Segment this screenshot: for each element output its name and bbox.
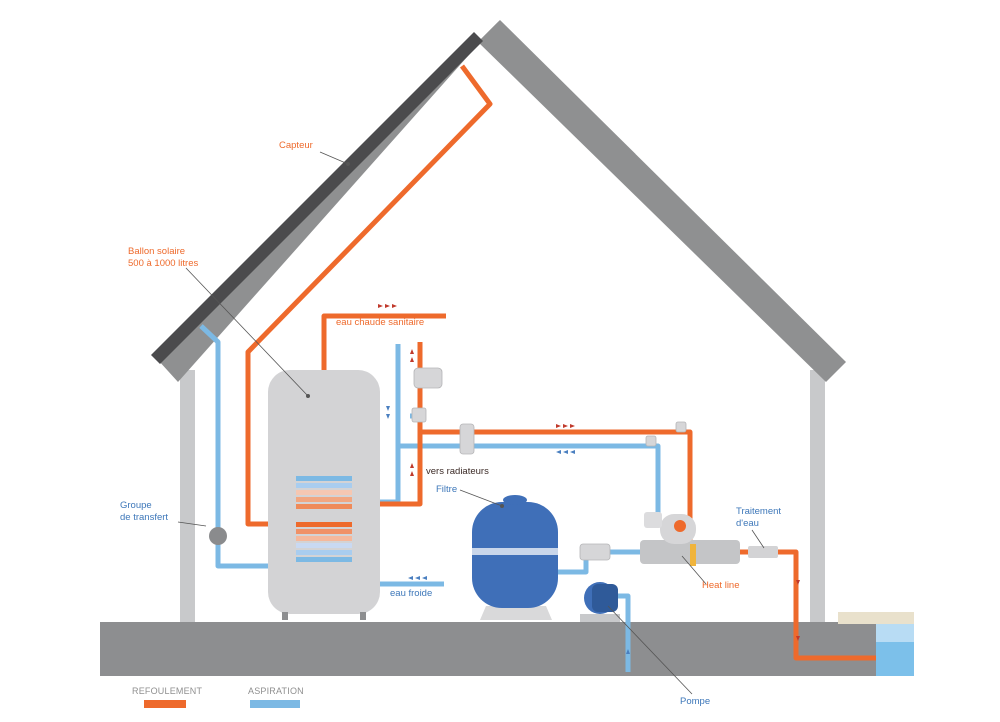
label-filtre: Filtre	[436, 484, 458, 495]
pump	[580, 582, 620, 622]
leader-filtre	[459, 489, 503, 507]
transfer-group	[209, 527, 227, 545]
label-eau-froide: eau froide	[390, 588, 433, 599]
valve-top-right	[675, 421, 687, 433]
label-capteur: Capteur	[279, 140, 313, 151]
filter-base	[480, 606, 552, 620]
valve-filter-out	[579, 543, 611, 561]
legend-aspiration-swatch	[250, 700, 300, 708]
label-traitement-2: d'eau	[736, 518, 759, 529]
legend-refoulement-label: REFOULEMENT	[132, 686, 203, 696]
leader-pompe	[607, 605, 693, 695]
blue-pipe-pump-in	[614, 593, 631, 672]
pump-base	[580, 614, 620, 622]
pool	[838, 612, 914, 676]
label-ballon-1: Ballon solaire	[128, 246, 186, 257]
leader-heat-line	[681, 555, 707, 585]
valve-right-mid	[645, 435, 657, 447]
label-ballon-2: 500 à 1000 litres	[128, 258, 199, 269]
filter-band	[472, 548, 558, 555]
orange-pipe-radiators	[380, 342, 423, 507]
leader-ballon	[185, 267, 309, 397]
valve-mid	[411, 407, 427, 423]
filter	[472, 495, 558, 620]
water-treatment	[748, 546, 778, 558]
filter-cap	[503, 495, 527, 505]
leader-traitement	[751, 529, 765, 549]
roof-left	[158, 20, 500, 382]
orange-pipe-hot-water	[321, 313, 446, 374]
ground-slab	[100, 622, 876, 676]
flow-arrows-blue	[386, 406, 630, 654]
leader-groupe	[177, 521, 207, 527]
label-traitement-1: Traitement	[736, 506, 782, 517]
orange-pipe-heat-loop	[420, 429, 693, 540]
label-eau-chaude: eau chaude sanitaire	[336, 317, 425, 328]
label-groupe-1: Groupe	[120, 500, 152, 511]
refoulement-pipes	[245, 64, 876, 661]
lower-coil	[296, 522, 352, 562]
solar-panel	[151, 32, 483, 364]
left-wall	[180, 370, 195, 622]
heat-line-unit	[640, 512, 740, 566]
label-vers-radiateurs: vers radiateurs	[426, 466, 489, 477]
pump-housing	[592, 584, 618, 612]
pool-water-top	[876, 624, 914, 642]
label-pompe: Pompe	[680, 696, 711, 707]
label-groupe-2: de transfert	[120, 512, 169, 523]
fittings	[411, 367, 687, 561]
valve-radiator	[459, 423, 475, 455]
blue-pipe-coil-return	[380, 344, 401, 505]
tank-foot-right	[360, 612, 366, 620]
blue-pipe-filter-out	[556, 549, 640, 575]
right-wall	[810, 370, 825, 622]
leader-dots	[306, 162, 504, 508]
upper-coil	[296, 476, 352, 509]
pool-water	[876, 642, 914, 676]
roof-right	[478, 20, 846, 382]
flow-arrows-orange	[378, 304, 800, 641]
label-heat-line: Heat line	[702, 580, 740, 591]
house	[100, 20, 876, 676]
leader-capteur	[319, 151, 349, 165]
blue-pipe-radiator-return	[398, 443, 661, 522]
legend-aspiration-label: ASPIRATION	[248, 686, 304, 696]
tank-foot-left	[282, 612, 288, 620]
pool-deck	[838, 612, 914, 624]
legend-refoulement-swatch	[144, 700, 186, 708]
solar-tank	[268, 370, 380, 620]
leader-lines	[177, 151, 765, 695]
valve-hot-water	[413, 367, 443, 389]
